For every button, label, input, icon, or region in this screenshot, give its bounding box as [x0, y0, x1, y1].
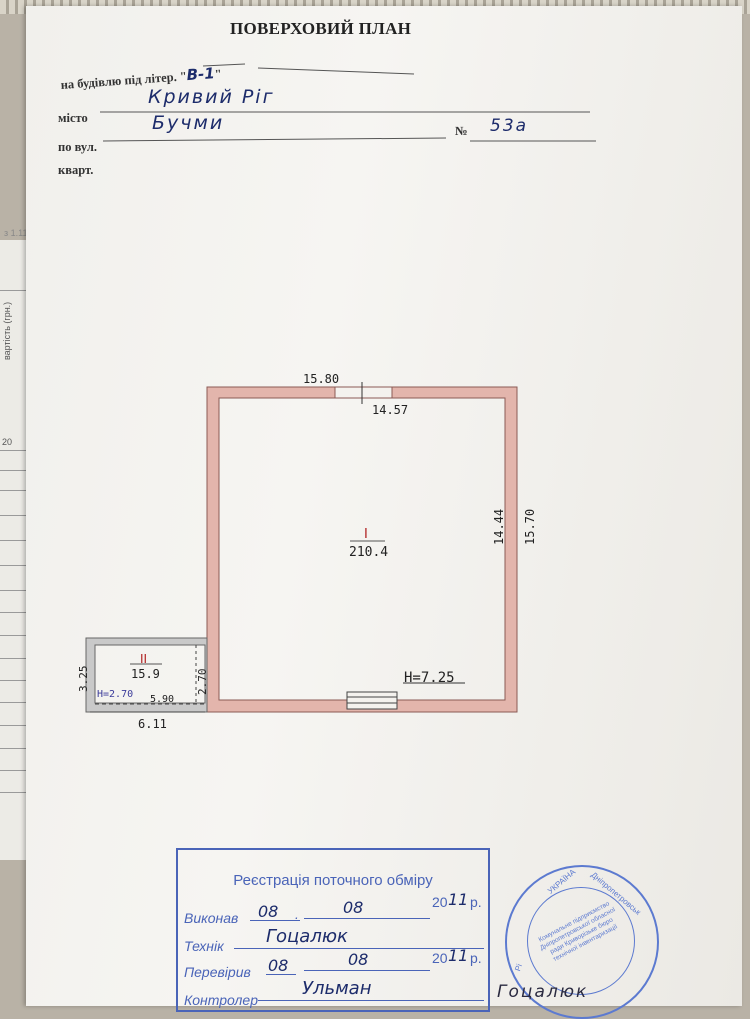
left-sheet — [0, 240, 31, 860]
checked-label: Перевірив — [184, 964, 251, 980]
number-value: 53а — [490, 116, 529, 136]
technician-label: Технік — [184, 938, 224, 954]
executed-month: 08 — [343, 898, 364, 917]
registration-stamp: Реєстрація поточного обміру Виконав 08 .… — [176, 848, 490, 1012]
checked-year-suffix: р. — [470, 950, 482, 966]
room2-depth: 3.25 — [77, 666, 90, 693]
dim-inner-top: 14.57 — [372, 403, 408, 417]
room2-outer-width: 6.11 — [138, 717, 167, 731]
room2-height: H=2.70 — [97, 689, 133, 700]
checked-day: 08 — [268, 956, 289, 975]
document-sheet — [26, 6, 742, 1006]
street-label: по вул. — [58, 140, 97, 154]
number-label: № — [455, 124, 468, 138]
executed-label: Виконав — [184, 910, 239, 926]
apartment-label: кварт. — [58, 163, 94, 177]
checked-year: 11 — [448, 946, 469, 965]
controller-label: Контролер — [184, 992, 258, 1008]
checked-year-prefix: 20 — [432, 950, 448, 966]
room2-inner-width: 5.90 — [150, 694, 174, 705]
stamp-title: Реєстрація поточного обміру — [233, 872, 433, 889]
main-room-walls — [206, 386, 518, 713]
city-value: Кривий Ріг — [148, 86, 275, 108]
dim-top: 15.80 — [303, 372, 339, 386]
left-sheet-ref: з 1.11 — [4, 228, 28, 238]
dim-outer-right: 15.70 — [523, 509, 537, 545]
street-value: Бучми — [152, 112, 225, 134]
room2-area: 15.9 — [131, 667, 160, 681]
annex-room-walls — [85, 637, 208, 713]
bottom-signature-text: Гоцалюк — [497, 982, 589, 1002]
checker-value: Ульман — [302, 978, 372, 999]
room1-height: H=7.25 — [404, 670, 455, 686]
executed-day: 08 — [258, 902, 279, 921]
room1-label: I — [364, 527, 368, 542]
document-title: ПОВЕРХОВИЙ ПЛАН — [230, 19, 412, 38]
executed-year: 11 — [448, 890, 469, 909]
executed-year-prefix: 20 — [432, 894, 448, 910]
room1-area: 210.4 — [349, 545, 388, 560]
dim-inner-right: 14.44 — [492, 509, 506, 545]
room2-wall: 2.70 — [196, 669, 209, 696]
checked-month: 08 — [348, 950, 369, 969]
city-label: місто — [58, 111, 88, 125]
room2-label: II — [140, 652, 147, 666]
technician-value: Гоцалюк — [266, 926, 348, 947]
executed-year-suffix: р. — [470, 894, 482, 910]
seal-rim-bottom: Рі — [513, 962, 525, 973]
left-sheet-code: 20 — [2, 437, 13, 447]
